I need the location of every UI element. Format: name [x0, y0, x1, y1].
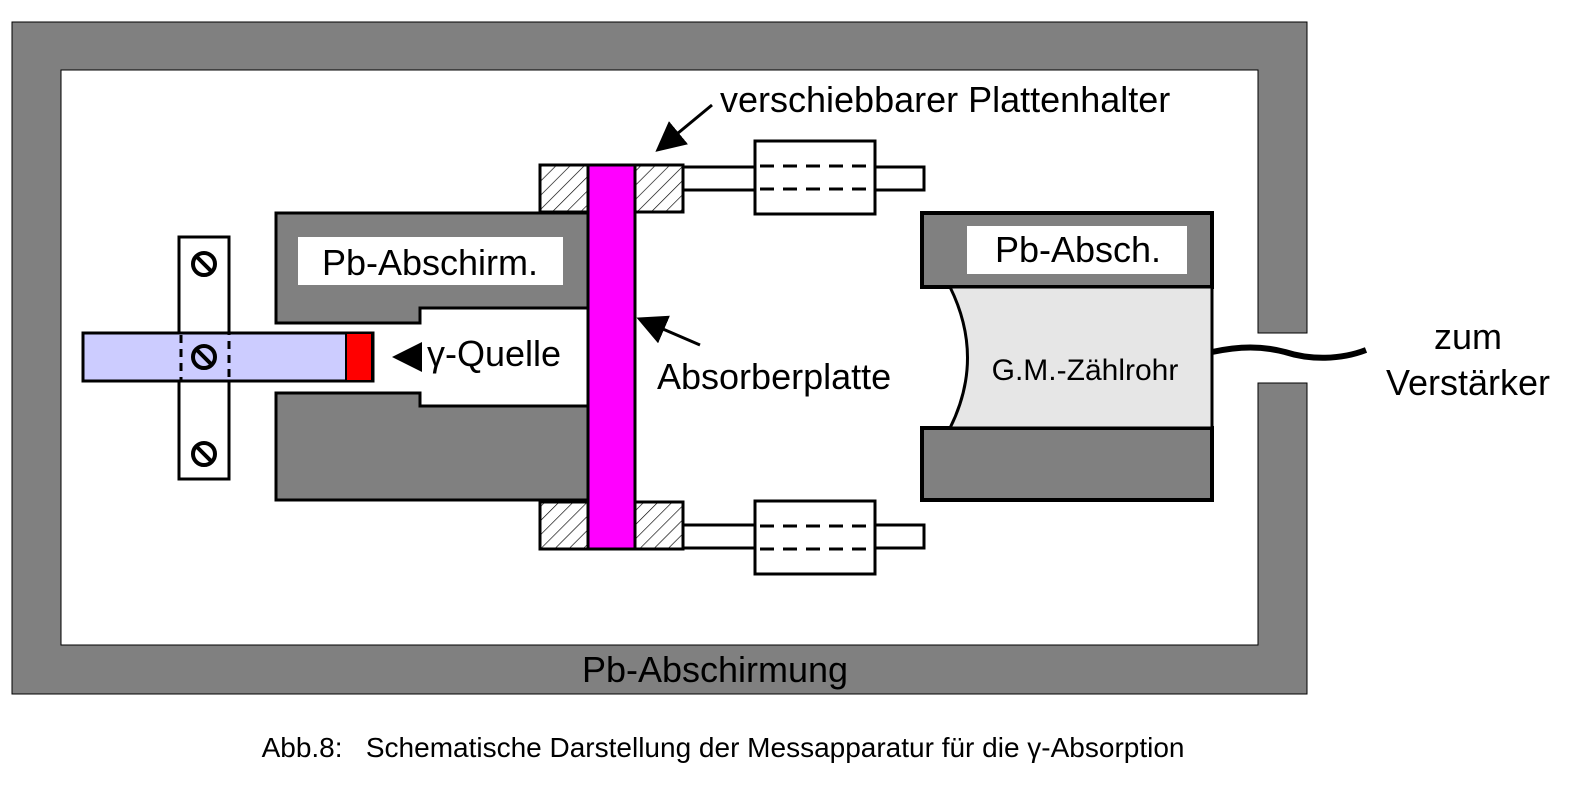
screw-icon [191, 251, 217, 277]
output-label-line2: Verstärker [1386, 362, 1550, 403]
detector-shield-label-bg [967, 226, 1187, 274]
arrow-icon [655, 103, 713, 152]
holder-label: verschiebbarer Plattenhalter [720, 79, 1170, 120]
source-tip [345, 332, 373, 382]
detector-shield-label: Pb-Absch. [995, 229, 1161, 270]
caption-number: Abb.8: [261, 732, 343, 763]
absorber-plate [586, 163, 637, 551]
source-rod [81, 331, 375, 383]
output-cable [1211, 344, 1368, 361]
plate-holder [538, 139, 926, 576]
source-shield-label-bg [298, 237, 563, 285]
screw-icon [191, 344, 217, 370]
outer-lead-shield [11, 21, 1308, 695]
caption-text: Schematische Darstellung der Messapparat… [365, 732, 1185, 763]
gm-tube [947, 285, 1214, 430]
detector-label: G.M.-Zählrohr [992, 354, 1179, 387]
outer-shield-label: Pb-Abschirmung [582, 649, 848, 690]
source-shield-label: Pb-Abschirm. [322, 242, 538, 283]
figure-caption: Abb.8: Schematische Darstellung der Mess… [0, 700, 1577, 764]
output-label-line1: zum [1434, 316, 1502, 357]
arrow-icon [636, 315, 701, 347]
screw-icon [191, 441, 217, 467]
absorber-label: Absorberplatte [657, 356, 891, 397]
source-label: γ-Quelle [427, 333, 561, 374]
